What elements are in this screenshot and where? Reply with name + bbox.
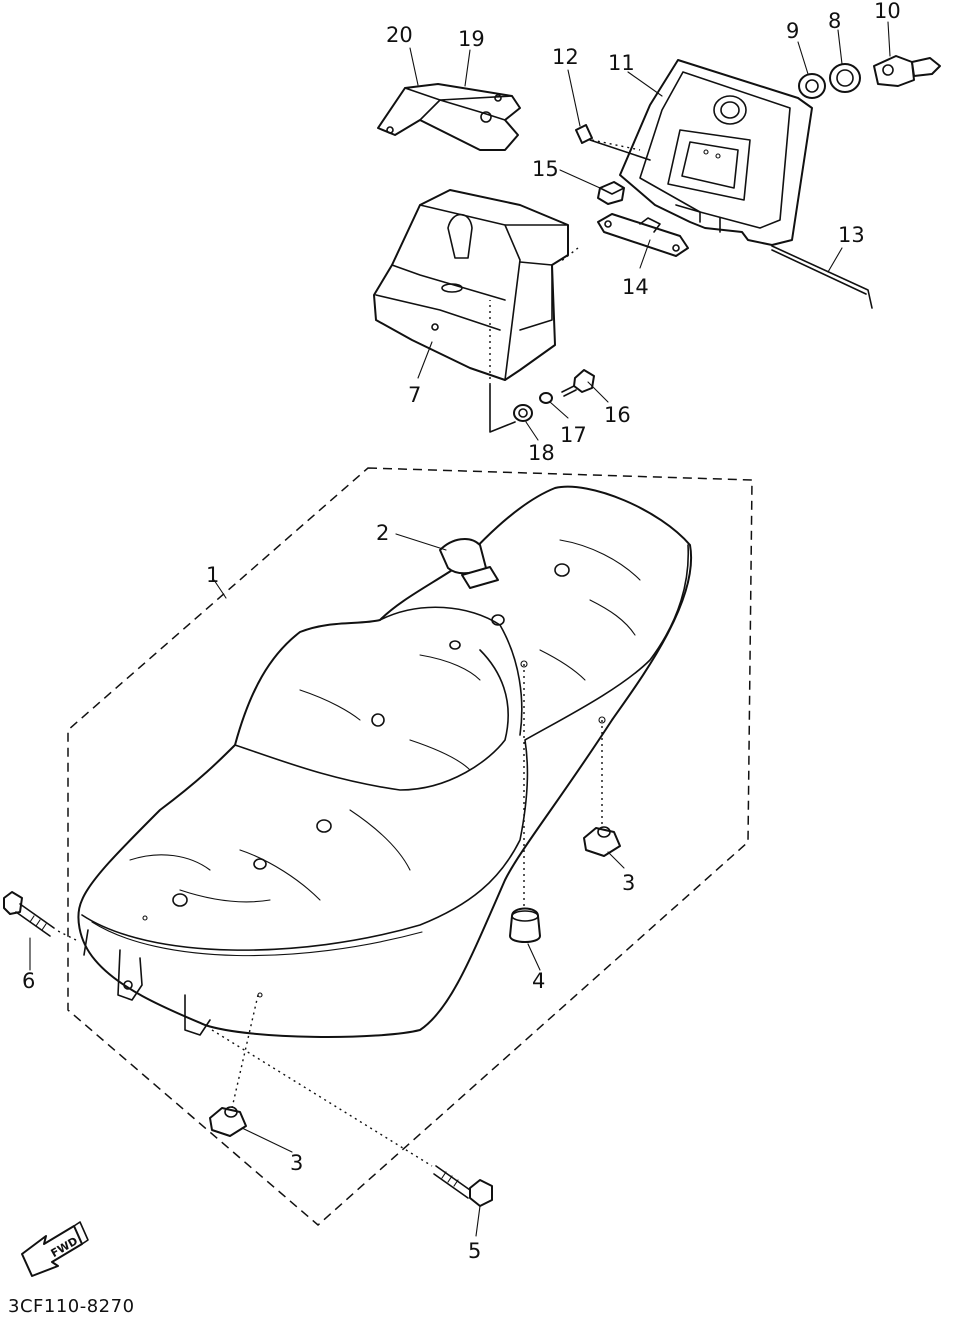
callout-12: 12 — [552, 45, 579, 69]
callout-1: 1 — [206, 563, 219, 587]
part-10-lock-cylinder — [873, 55, 941, 87]
part-1-seat — [77, 485, 693, 1038]
part-17-washer — [539, 392, 553, 404]
callout-6: 6 — [22, 969, 35, 993]
part-6-bolt — [3, 891, 55, 937]
part-9-washer — [798, 73, 826, 99]
callout-5: 5 — [468, 1239, 481, 1263]
part-7-cover — [373, 189, 569, 381]
part-18-nut — [513, 404, 533, 422]
diagram-code: 3CF110-8270 — [8, 1296, 135, 1317]
callout-10: 10 — [874, 0, 901, 23]
part-12-clip — [575, 124, 593, 144]
part-2-strap — [439, 538, 499, 589]
callout-15: 15 — [532, 157, 559, 181]
callout-11: 11 — [608, 51, 635, 75]
part-15-cap — [597, 181, 625, 205]
callout-7: 7 — [408, 383, 421, 407]
part-8-nut — [829, 63, 861, 93]
callout-3-lower: 3 — [290, 1151, 303, 1175]
part-16-bolt — [561, 369, 595, 397]
callout-16: 16 — [604, 403, 631, 427]
callout-2: 2 — [376, 521, 389, 545]
fwd-arrow-icon: FWD — [21, 1221, 89, 1277]
callout-20: 20 — [386, 23, 413, 47]
part-13-rod — [771, 245, 873, 309]
callout-8: 8 — [828, 9, 841, 33]
part-3-nut-upper — [583, 826, 621, 857]
part-14-plate — [597, 213, 689, 257]
part-5-bolt — [433, 1165, 493, 1207]
callout-17: 17 — [560, 423, 587, 447]
callout-19: 19 — [458, 27, 485, 51]
callout-3-upper: 3 — [622, 871, 635, 895]
callout-9: 9 — [786, 19, 799, 43]
part-19-20-bracket — [377, 83, 521, 151]
seat-assembly-boundary — [67, 467, 753, 1226]
part-3-nut-lower — [209, 1106, 247, 1137]
callout-14: 14 — [622, 275, 649, 299]
callout-13: 13 — [838, 223, 865, 247]
callout-18: 18 — [528, 441, 555, 465]
callout-4: 4 — [532, 969, 545, 993]
part-11-storage-box — [619, 59, 813, 246]
part-4-damper — [509, 907, 541, 943]
